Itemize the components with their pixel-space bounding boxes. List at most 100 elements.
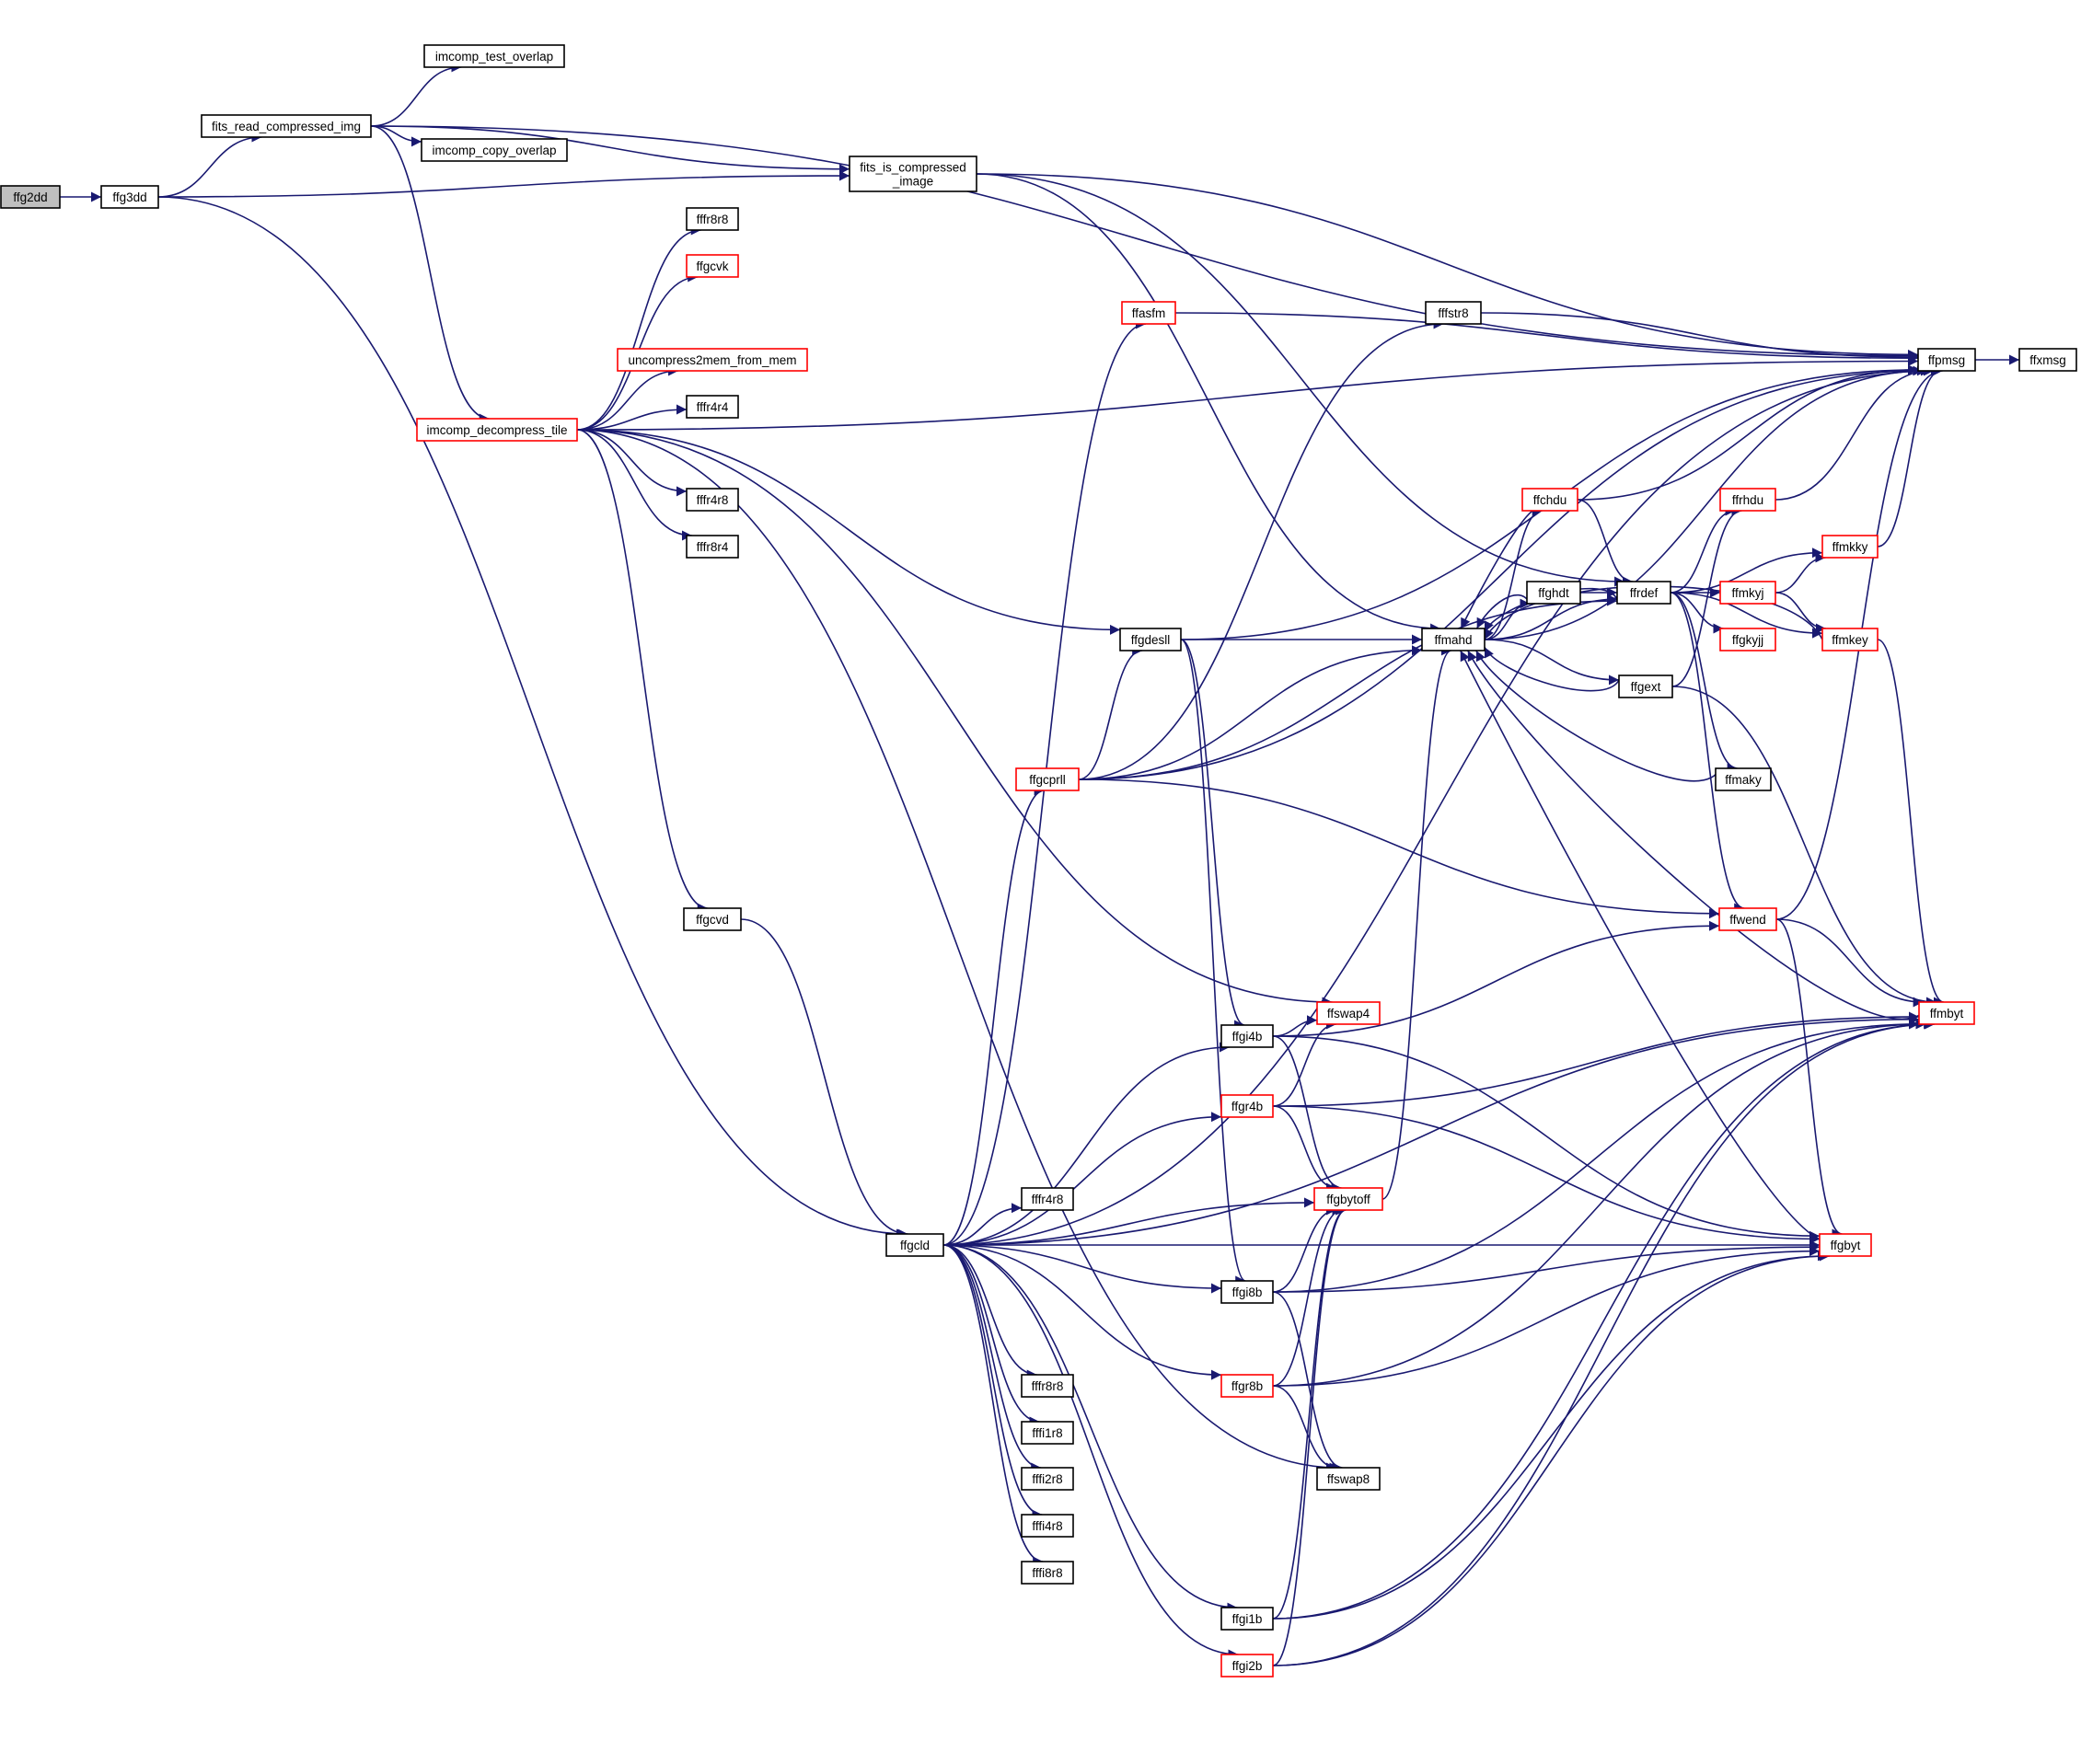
edge-ffgcld-to-ffgi1b: [942, 1244, 1238, 1613]
edge-ffgi8b-to-ffswap8: [1272, 1291, 1343, 1473]
node-ffgext[interactable]: ffgext: [1618, 674, 1673, 698]
node-ffrdef[interactable]: ffrdef: [1616, 581, 1671, 605]
node-ffgr8b[interactable]: ffgr8b: [1220, 1374, 1274, 1398]
node-ffgbyt[interactable]: ffgbyt: [1819, 1233, 1872, 1257]
node-box: [1021, 1561, 1074, 1585]
node-fffr4r8_a[interactable]: fffr4r8: [686, 488, 739, 512]
node-ffgkyjj[interactable]: ffgkyjj: [1719, 628, 1776, 651]
node-label: fffi4r8: [1032, 1519, 1062, 1533]
node-ffgi4b[interactable]: ffgi4b: [1220, 1024, 1274, 1048]
edge-ffgi2b-to-ffmbyt: [1272, 1019, 1936, 1666]
edge-fits_read_compressed_img-to-imcomp_test_overlap: [370, 62, 462, 127]
edge-ffgi1b-to-ffgbytoff: [1272, 1205, 1347, 1620]
node-ffgi2b[interactable]: ffgi2b: [1220, 1654, 1274, 1678]
node-ffswap8[interactable]: ffswap8: [1316, 1467, 1381, 1491]
node-label: ffmbyt: [1930, 1007, 1964, 1020]
node-fffi4r8[interactable]: fffi4r8: [1021, 1514, 1074, 1538]
node-ffmkey[interactable]: ffmkey: [1821, 628, 1879, 651]
node-label: imcomp_copy_overlap: [432, 144, 556, 157]
node-ffchdu[interactable]: ffchdu: [1521, 488, 1578, 512]
edge-ffmkyj-to-ffmkey: [1775, 592, 1826, 634]
edge-ffgi8b-to-ffgbytoff: [1272, 1205, 1336, 1293]
edge-ffgr4b-to-ffswap4: [1272, 1019, 1336, 1107]
node-ffgdesll[interactable]: ffgdesll: [1119, 628, 1182, 651]
node-ffmkyj[interactable]: ffmkyj: [1719, 581, 1776, 605]
node-box: [1220, 1280, 1274, 1304]
edge-ffrdef-to-ffmkky: [1670, 548, 1823, 594]
node-ffmahd[interactable]: ffmahd: [1421, 628, 1486, 651]
node-fffi8r8[interactable]: fffi8r8: [1021, 1561, 1074, 1585]
edge-ffcprll-to-ffgdesll: [1078, 645, 1143, 780]
node-ffgcld[interactable]: ffgcld: [885, 1233, 944, 1257]
node-imcomp_decompress_tile[interactable]: imcomp_decompress_tile: [416, 418, 578, 442]
edge-ffgext-to-ffmahd: [1484, 646, 1620, 692]
edge-ffg3dd-to-fits_is_compressed_image: [157, 170, 850, 198]
node-label: ffgr4b: [1231, 1100, 1263, 1113]
node-label: imcomp_test_overlap: [435, 50, 553, 63]
node-ffmbyt[interactable]: ffmbyt: [1918, 1001, 1975, 1025]
node-label: ffmkey: [1832, 633, 1868, 647]
node-fffr8r8_a[interactable]: fffr8r8: [686, 207, 739, 231]
node-fffi1r8[interactable]: fffi1r8: [1021, 1421, 1074, 1445]
node-fits_read_compressed_img[interactable]: fits_read_compressed_img: [201, 114, 372, 138]
node-ffpmsg[interactable]: ffpmsg: [1917, 348, 1976, 372]
node-label: ffgi2b: [1232, 1659, 1263, 1673]
node-ffmkky[interactable]: ffmkky: [1821, 535, 1879, 559]
node-ffgcvd[interactable]: ffgcvd: [683, 907, 742, 931]
node-fits_is_compressed_image[interactable]: fits_is_compressed_image: [849, 156, 977, 192]
edge-ffgcld-to-ffgi2b: [942, 1244, 1239, 1660]
edge-ffcprll-to-ffpmsg: [1078, 365, 1924, 780]
node-uncompress2mem_from_mem[interactable]: uncompress2mem_from_mem: [617, 348, 808, 372]
edge-ffgi8b-to-ffgbyt: [1272, 1241, 1821, 1293]
edge-ffcprll-to-ffwend: [1078, 778, 1720, 919]
node-ffgbytoff[interactable]: ffgbytoff: [1313, 1187, 1383, 1211]
node-box: [1425, 301, 1482, 325]
node-box: [1521, 488, 1578, 512]
edge-imcomp_decompress_tile-to-ffgcvd: [576, 429, 708, 914]
edge-ffgcld-to-fffi4r8: [942, 1244, 1043, 1520]
node-label: ffgext: [1631, 680, 1661, 694]
node-label: ffgcld: [900, 1239, 930, 1252]
node-ffwend[interactable]: ffwend: [1718, 907, 1777, 931]
edge-ffmkey-to-ffmbyt: [1877, 639, 1945, 1008]
node-ffrhdu[interactable]: ffrhdu: [1719, 488, 1776, 512]
node-ffg3dd[interactable]: ffg3dd: [100, 185, 159, 209]
node-label: ffxmsg: [2029, 353, 2066, 367]
node-ffmaky[interactable]: ffmaky: [1715, 767, 1772, 791]
node-label: ffg3dd: [112, 190, 146, 204]
node-box: [683, 907, 742, 931]
node-box: [686, 207, 739, 231]
node-fffi2r8[interactable]: fffi2r8: [1021, 1467, 1074, 1491]
node-fffr4r4[interactable]: fffr4r4: [686, 395, 739, 419]
node-ffswap4[interactable]: ffswap4: [1316, 1001, 1381, 1025]
node-box: [423, 44, 565, 68]
node-box: [1220, 1607, 1274, 1631]
node-box: [1119, 628, 1182, 651]
node-ffgcvk[interactable]: ffgcvk: [686, 254, 739, 278]
node-ffg2dd[interactable]: ffg2dd: [0, 185, 61, 209]
node-box: [421, 138, 568, 162]
node-imcomp_test_overlap[interactable]: imcomp_test_overlap: [423, 44, 565, 68]
node-label: ffrhdu: [1732, 493, 1763, 507]
node-fffr4r8_b[interactable]: fffr4r8: [1021, 1187, 1074, 1211]
node-ffgi8b[interactable]: ffgi8b: [1220, 1280, 1274, 1304]
node-ffxmsg[interactable]: ffxmsg: [2018, 348, 2077, 372]
edge-ffgi4b-to-ffwend: [1272, 920, 1720, 1037]
node-ffghdt[interactable]: ffghdt: [1526, 581, 1581, 605]
node-label: ffswap8: [1327, 1472, 1370, 1486]
node-ffgr4b[interactable]: ffgr4b: [1220, 1094, 1274, 1118]
edge-ffgcld-to-ffgi4b: [942, 1042, 1230, 1246]
node-ffcprll[interactable]: ffgcprll: [1015, 767, 1080, 791]
edge-fits_is_compressed_image-to-ffrdef: [976, 173, 1625, 587]
node-ffasfm[interactable]: ffasfm: [1121, 301, 1176, 325]
node-imcomp_copy_overlap[interactable]: imcomp_copy_overlap: [421, 138, 568, 162]
edge-ffgr8b-to-ffmbyt: [1272, 1019, 1926, 1387]
node-fffstr8[interactable]: fffstr8: [1425, 301, 1482, 325]
node-fffr8r4[interactable]: fffr8r4: [686, 535, 739, 559]
node-ffgi1b[interactable]: ffgi1b: [1220, 1607, 1274, 1631]
edge-fits_is_compressed_image-to-ffmahd: [976, 173, 1441, 634]
edge-imcomp_decompress_tile-to-fffr4r4: [576, 404, 688, 431]
node-fffr8r8_b[interactable]: fffr8r8: [1021, 1374, 1074, 1398]
